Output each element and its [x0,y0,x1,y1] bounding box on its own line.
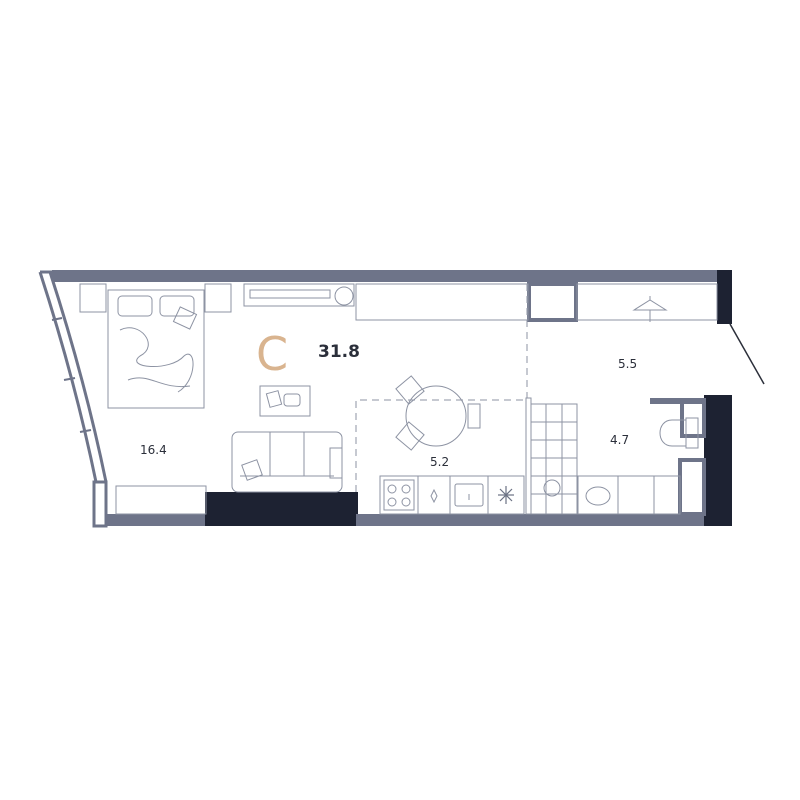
total-area-label: 31.8 [318,342,360,362]
bottom-wall-left [104,514,208,526]
top-wall [52,270,732,282]
snowflake-icon [498,486,514,504]
shower [530,403,578,515]
hallway-area: 5.5 [618,357,637,371]
bottom-wall-dark [205,492,358,526]
tv-stand [243,283,355,307]
coffee-table [259,385,311,417]
right-wall-notch-2 [678,458,706,516]
kitchen-area: 5.2 [430,455,449,469]
kitchen-counter [379,475,525,515]
toilet [659,417,699,449]
sink [577,475,619,515]
right-wall-dark-bottom [704,395,732,526]
bed [79,283,232,409]
bottom-wall-right [356,514,711,526]
bathroom-wall-stub [525,397,532,515]
bathroom-area: 4.7 [610,433,629,447]
radiator [115,485,207,515]
hall-closet [527,282,578,322]
bathroom-walls [525,282,704,515]
bathroom-top-wall [650,398,704,404]
apartment-type-letter: C [256,327,288,381]
curved-window [38,270,108,528]
wardrobe [355,283,718,322]
cabinet [617,475,681,515]
zone-boundaries [355,284,528,492]
sofa [231,431,343,493]
exterior-walls [52,270,732,526]
right-wall-dark-top [717,270,732,324]
living-room-area: 16.4 [140,443,167,457]
entrance-door [729,323,765,385]
dining-table [395,375,481,451]
